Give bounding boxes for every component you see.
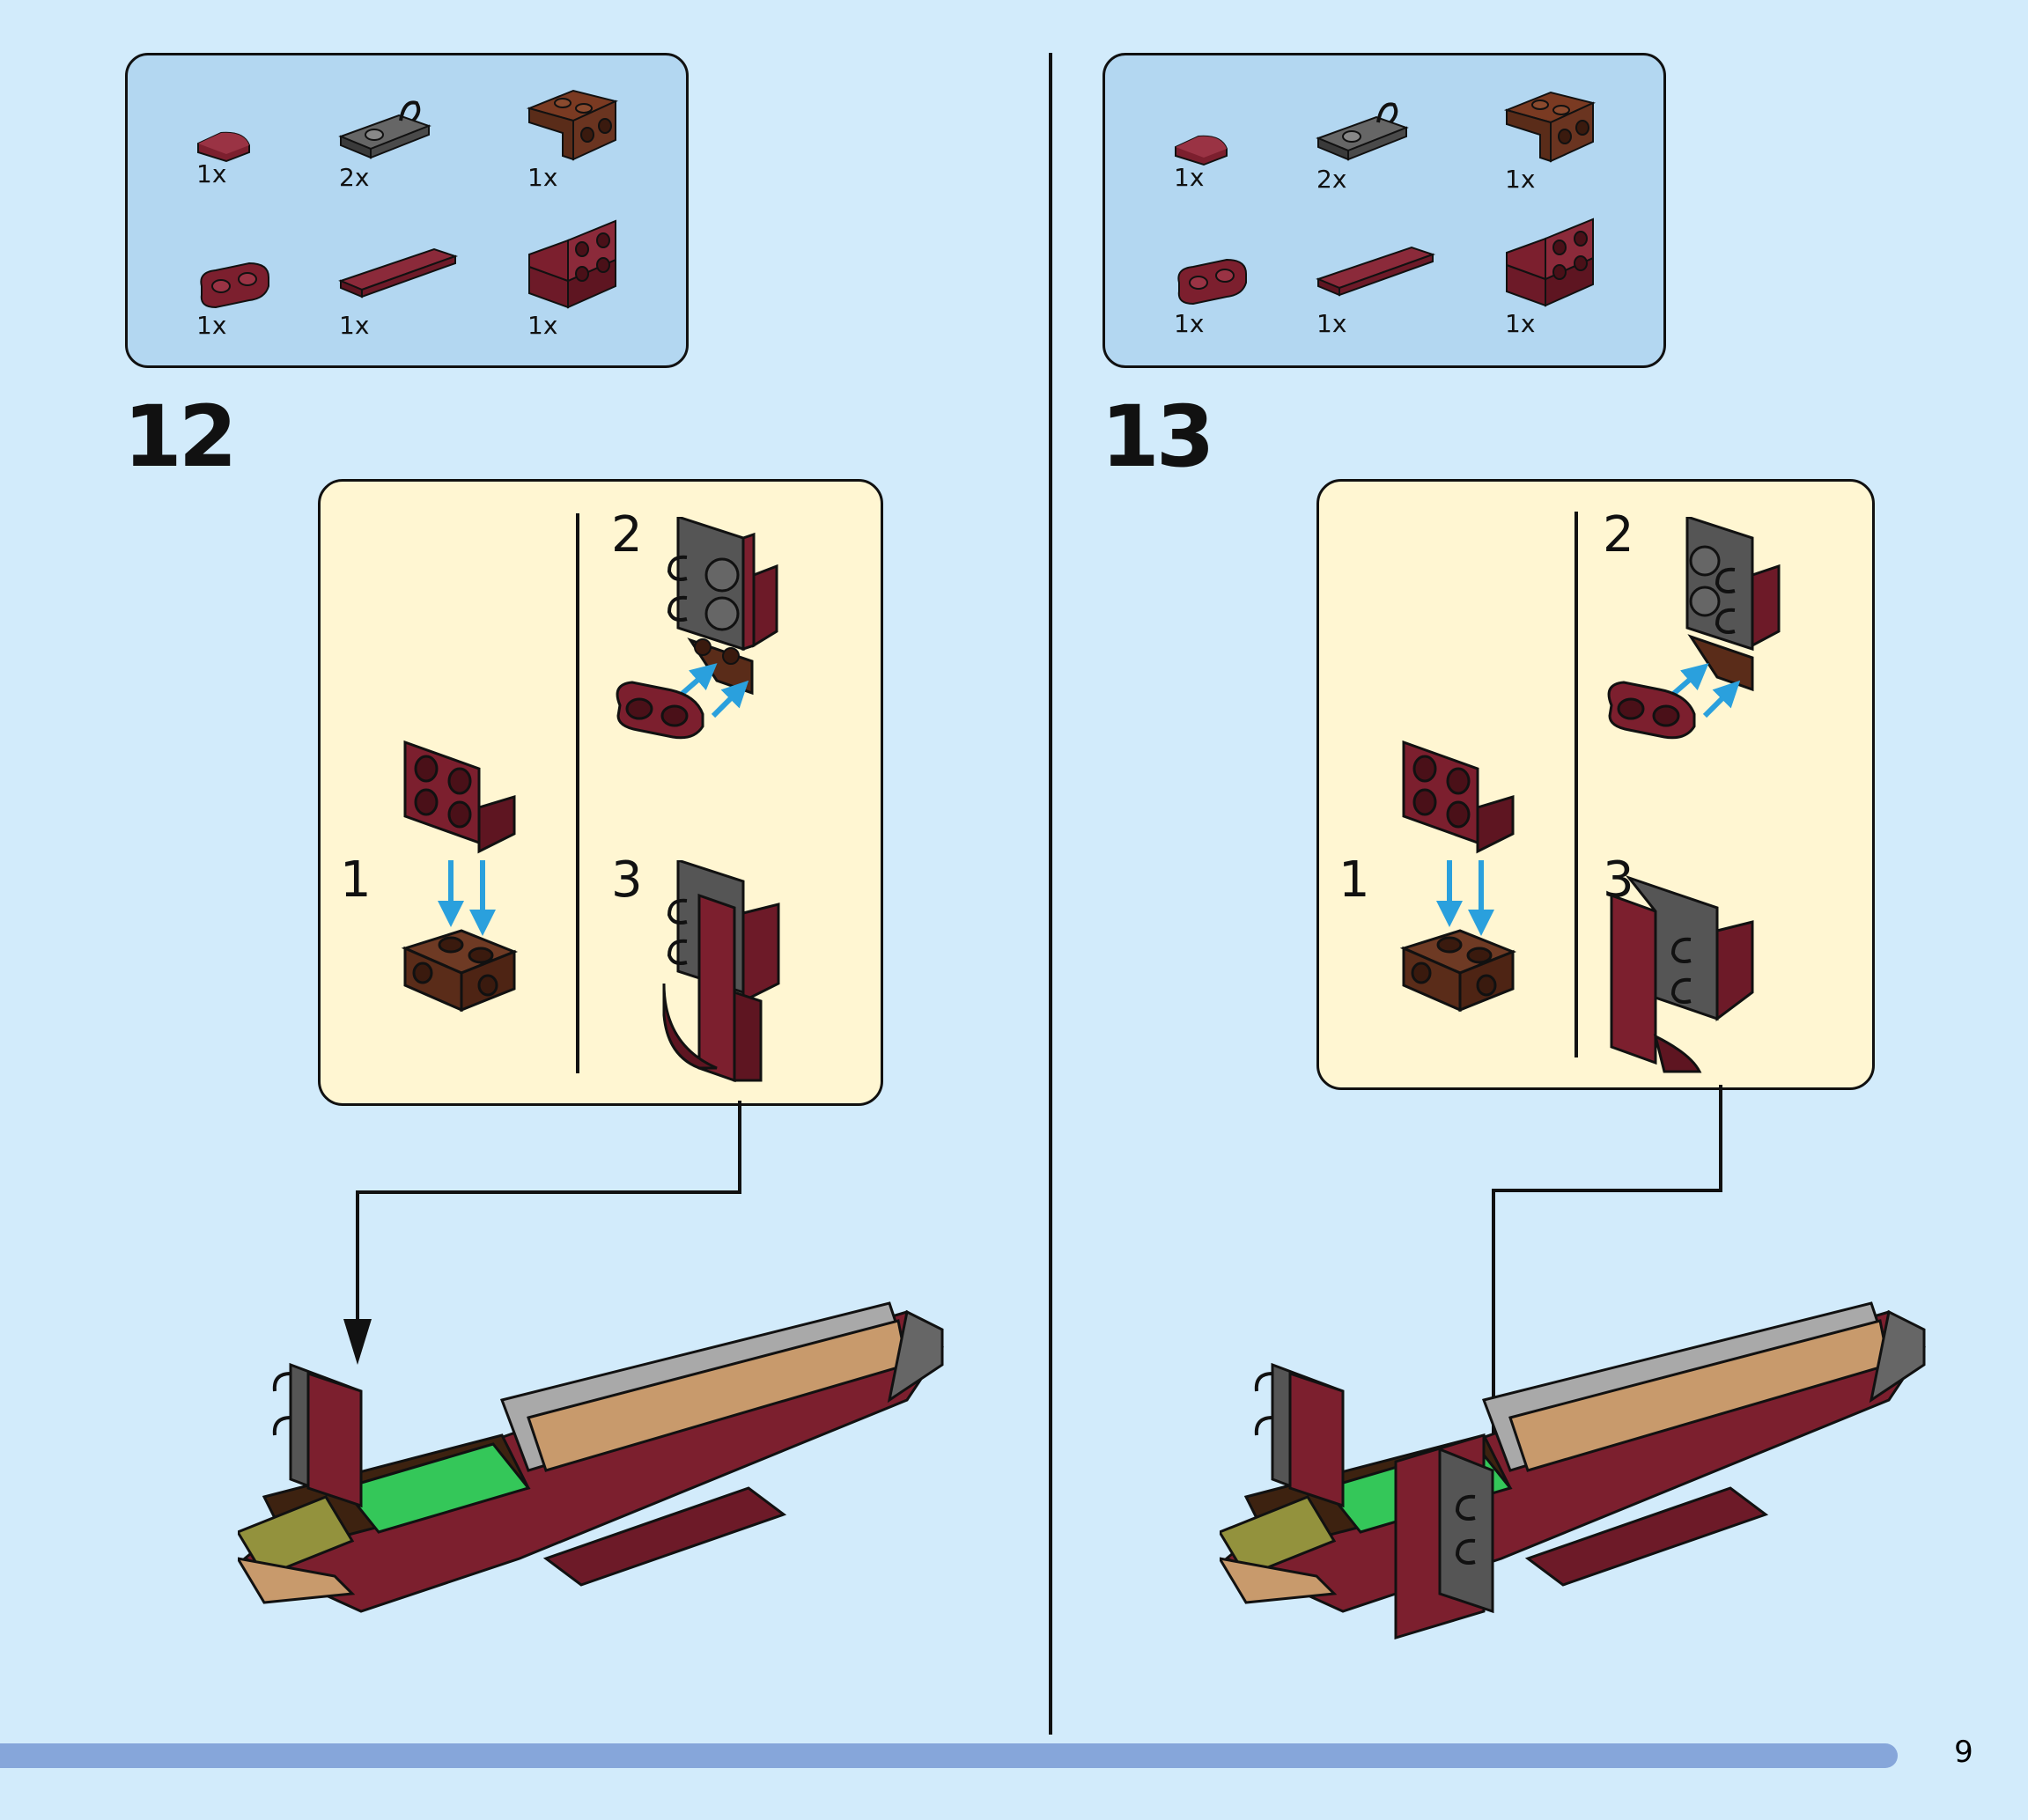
parts-list-box: 1x 2x 1x 1x 1x <box>1102 53 1666 368</box>
callout-divider <box>1574 512 1578 1057</box>
substep-2-illustration <box>1607 517 1781 740</box>
substep-number: 3 <box>611 851 643 909</box>
dark-red-long-tile-icon <box>338 247 459 298</box>
substep-3-illustration <box>1610 874 1754 1073</box>
dark-red-bracket-icon <box>528 219 616 309</box>
substep-number: 1 <box>1338 851 1370 909</box>
page-number: 9 <box>1954 1735 1973 1770</box>
reddish-brown-bracket-icon <box>526 89 619 161</box>
dark-red-oval-plate-icon <box>1177 258 1247 306</box>
callout-divider <box>576 513 579 1073</box>
dark-red-long-tile-icon <box>1316 246 1436 297</box>
model-illustration <box>238 1301 944 1613</box>
reddish-brown-bracket-icon <box>1503 91 1597 163</box>
part-qty: 2x <box>1316 165 1347 194</box>
part-qty: 2x <box>339 163 370 192</box>
part-qty: 1x <box>1505 165 1536 194</box>
substep-2-illustration <box>616 517 778 740</box>
subassembly-callout: 1 2 3 <box>1316 479 1875 1090</box>
substep-number: 2 <box>1603 506 1634 564</box>
subassembly-callout: 1 2 3 <box>318 479 883 1106</box>
part-qty: 1x <box>527 311 558 340</box>
dark-gray-clip-plate-icon <box>1316 102 1409 161</box>
parts-list-box: 1x 2x 1x 1x <box>125 53 689 368</box>
substep-number: 1 <box>340 851 372 909</box>
dark-red-oval-plate-icon <box>200 262 269 309</box>
step-number: 12 <box>123 387 238 486</box>
step-number: 13 <box>1101 387 1215 486</box>
substep-1-illustration <box>401 740 519 1013</box>
callout-leader-arrow <box>343 1101 741 1365</box>
dark-red-round-tile-icon <box>197 131 250 163</box>
substep-1-illustration <box>1399 740 1517 1013</box>
substep-number: 2 <box>611 506 643 564</box>
page-divider <box>1049 53 1052 1735</box>
part-qty: 1x <box>1174 309 1205 338</box>
model-illustration <box>1220 1301 1926 1640</box>
substep-3-illustration <box>662 860 780 1083</box>
progress-bar <box>0 1743 1898 1768</box>
part-qty: 1x <box>196 311 227 340</box>
part-qty: 1x <box>196 159 227 188</box>
dark-red-round-tile-icon <box>1175 135 1228 166</box>
dark-red-bracket-icon <box>1506 217 1594 307</box>
part-qty: 1x <box>1505 309 1536 338</box>
part-qty: 1x <box>527 163 558 192</box>
part-qty: 1x <box>1316 309 1347 338</box>
part-qty: 1x <box>339 311 370 340</box>
part-qty: 1x <box>1174 163 1205 192</box>
dark-gray-clip-plate-icon <box>338 100 431 159</box>
